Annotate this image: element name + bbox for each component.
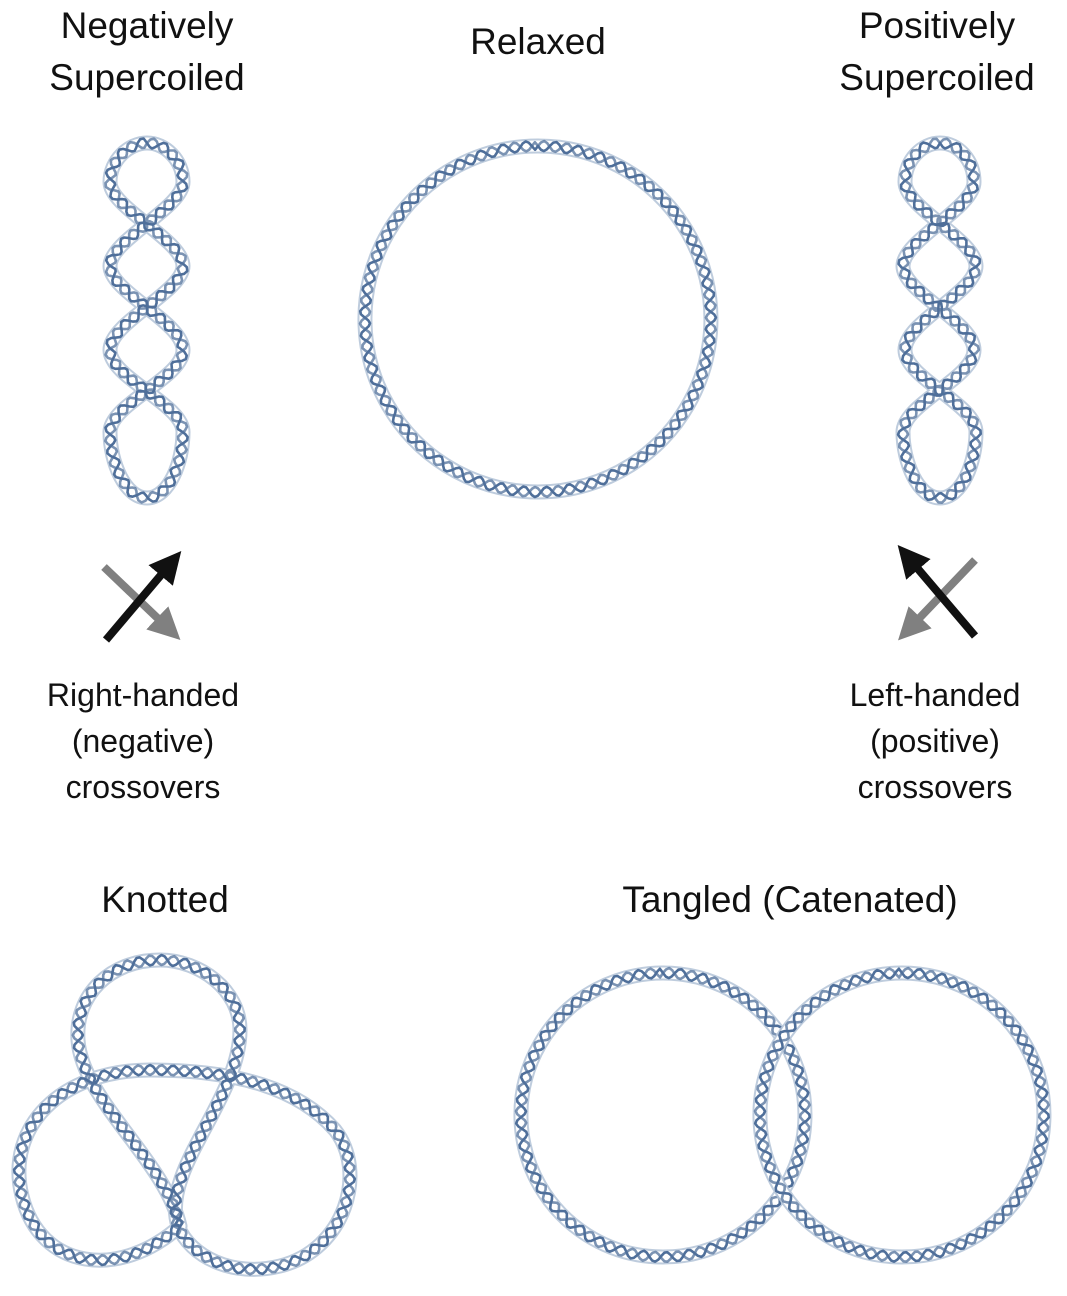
label-negatively-supercoiled-line1: Negatively [60,5,234,46]
label-tangled-text: Tangled (Catenated) [622,879,958,920]
dna-strand [13,954,356,1275]
label-positively-supercoiled-line2: Supercoiled [839,57,1035,98]
right-handed-crossover-icon [101,551,182,643]
label-positively-supercoiled: Positively Supercoiled [812,0,1062,104]
dna-strand [898,137,982,504]
dna-strand [358,139,717,499]
label-left-handed-line3: crossovers [857,769,1013,805]
knotted-trefoil-dna [11,952,358,1277]
dna-strand [896,141,982,502]
dna-strand [359,140,717,498]
left-handed-crossover-icon [897,545,979,641]
dna-strand [753,966,1050,1263]
label-relaxed-text: Relaxed [470,21,606,62]
relaxed-circular-dna [357,138,719,500]
dna-strand [104,137,189,504]
label-negatively-supercoiled: Negatively Supercoiled [22,0,272,104]
label-negatively-supercoiled-line2: Supercoiled [49,57,245,98]
label-relaxed: Relaxed [438,16,638,68]
label-knotted-text: Knotted [101,879,229,920]
label-positively-supercoiled-line1: Positively [858,5,1016,46]
label-knotted: Knotted [65,874,265,926]
label-right-handed-line1: Right-handed [46,677,240,713]
dna-strand [12,953,357,1276]
label-right-handed-crossovers: Right-handed (negative) crossovers [12,672,274,810]
catenated-dna-circles [513,965,1052,1265]
label-tangled-catenated: Tangled (Catenated) [560,874,1020,926]
negatively-supercoiled-plasmid [102,135,191,506]
dna-strand [13,954,356,1276]
label-left-handed-crossovers: Left-handed (positive) crossovers [810,672,1060,810]
label-left-handed-line2: (positive) [870,723,1000,759]
positively-supercoiled-plasmid [895,135,984,506]
label-right-handed-line3: crossovers [65,769,221,805]
label-left-handed-line1: Left-handed [849,677,1021,713]
dna-strand [358,140,718,499]
label-right-handed-line2: (negative) [71,723,215,759]
